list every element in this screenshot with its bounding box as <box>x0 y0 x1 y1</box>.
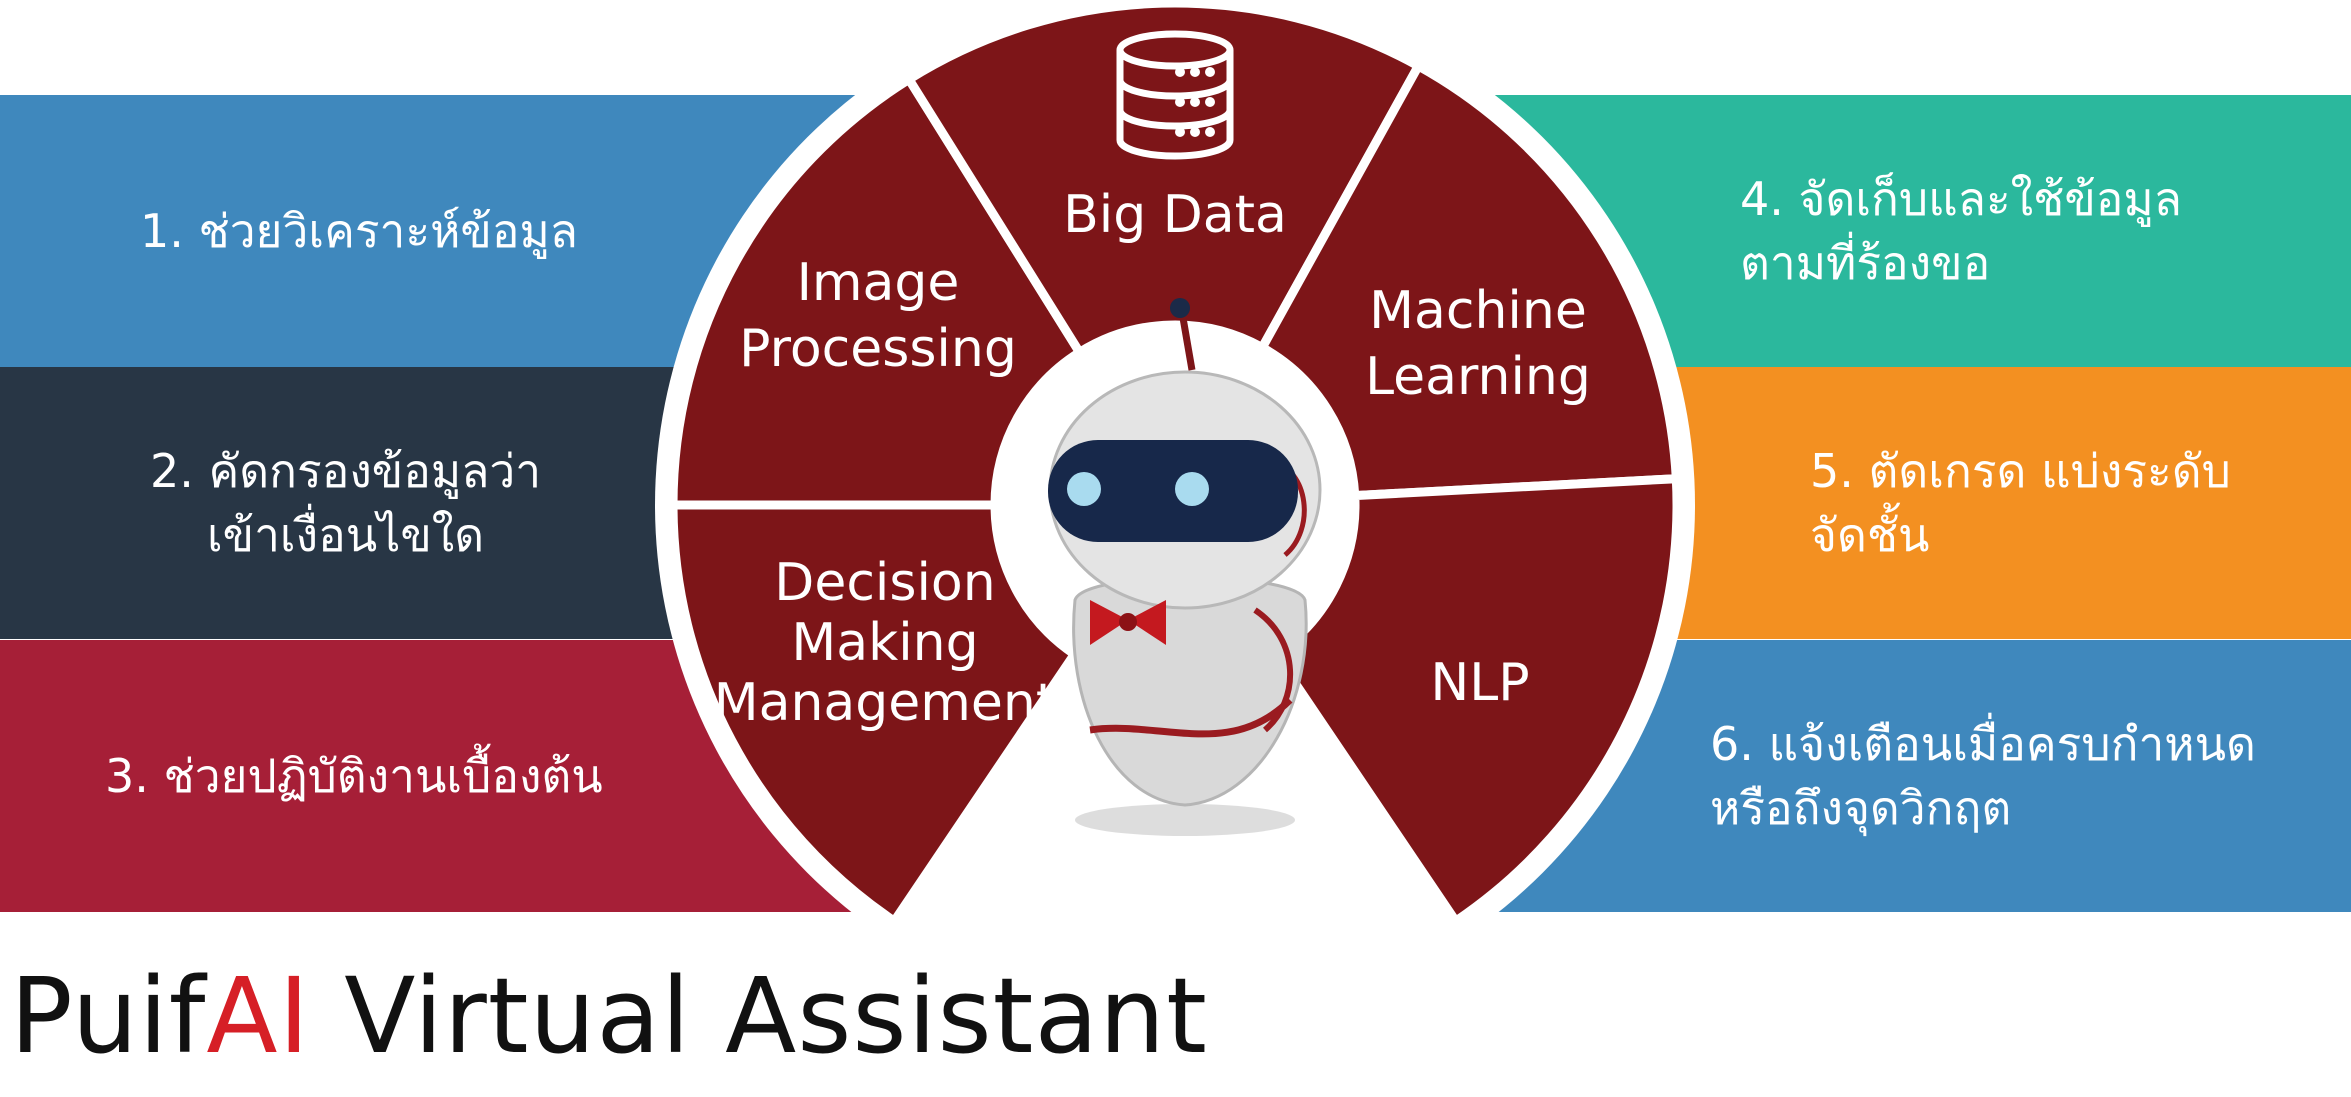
segment-label-decision-1: Decision <box>774 553 995 613</box>
page-title: PuifAI Virtual Assistant <box>10 955 1208 1077</box>
feature-label-4: 4. จัดเก็บและใช้ข้อมูล ตามที่ร้องขอ <box>1740 172 2182 290</box>
robot-icon <box>1048 298 1322 836</box>
segment-label-image-processing-1: Image <box>797 253 960 313</box>
wheel-segments <box>668 0 1682 928</box>
segment-label-machine-learning-1: Machine <box>1369 281 1587 341</box>
feature-label-1: 1. ช่วยวิเคราะห์ข้อมูล <box>140 204 578 258</box>
segment-label-big-data: Big Data <box>1063 185 1287 245</box>
feature-label-5: 5. ตัดเกรด แบ่งระดับ จัดชั้น <box>1810 444 2231 562</box>
feature-band-1: 1. ช่วยวิเคราะห์ข้อมูล <box>0 95 860 367</box>
segment-label-decision-3: Management <box>714 673 1057 733</box>
segment-label-image-processing-2: Processing <box>739 319 1017 379</box>
segment-label-machine-learning-2: Learning <box>1365 347 1591 407</box>
segment-label-decision-2: Making <box>791 613 978 673</box>
feature-label-3: 3. ช่วยปฏิบัติงานเบื้องต้น <box>105 749 603 803</box>
segment-label-nlp: NLP <box>1430 653 1529 713</box>
title-prefix: Puif <box>10 955 207 1077</box>
database-icon <box>1116 30 1234 160</box>
title-suffix: Virtual Assistant <box>310 955 1208 1077</box>
feature-label-2: 2. คัดกรองข้อมูลว่า เข้าเงื่อนไขใด <box>150 444 542 562</box>
feature-label-6: 6. แจ้งเตือนเมื่อครบกำหนด หรือถึงจุดวิกฤ… <box>1710 717 2256 835</box>
title-accent: AI <box>206 955 311 1077</box>
